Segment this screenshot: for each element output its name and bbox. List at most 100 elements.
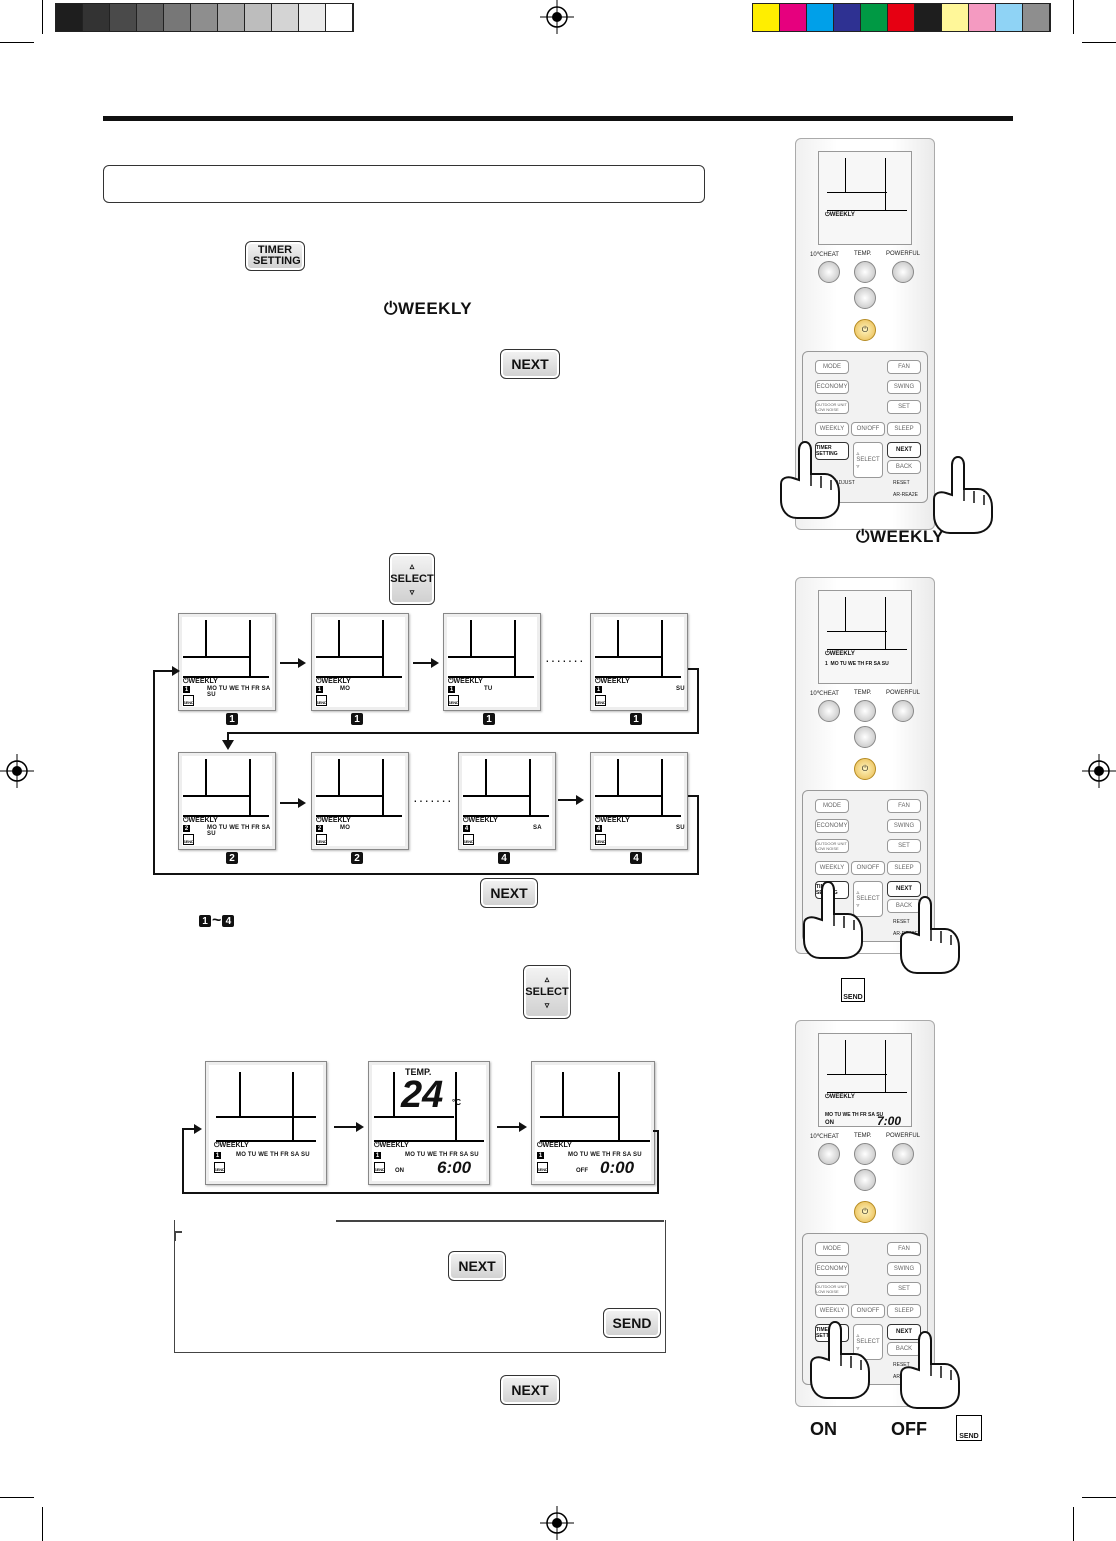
sequence-arrow (334, 1122, 364, 1132)
gray-swatch (245, 4, 272, 31)
color-swatch (996, 4, 1023, 31)
color-swatch (915, 4, 942, 31)
registration-mark-right (1082, 754, 1116, 788)
gray-swatch (83, 4, 110, 31)
gray-swatch (272, 4, 299, 31)
program-number-badge: 2 (351, 852, 363, 864)
gray-swatch (164, 4, 191, 31)
color-swatch (834, 4, 861, 31)
pointing-hand-icon (933, 455, 993, 534)
timer-clock-icon: ⏻ (856, 527, 870, 546)
program-range-label: 1 ~ 4 (199, 912, 235, 930)
send-icon: SEND (956, 1415, 982, 1441)
sequence-arrow (558, 795, 584, 805)
loop-line (228, 732, 699, 734)
header-rule (103, 116, 1013, 121)
select-key: ▵ SELECT ▿ (523, 965, 571, 1019)
ellipsis-dots: ······· (545, 652, 585, 668)
crop-mark (0, 1497, 34, 1498)
right-arrowhead-icon (172, 666, 180, 676)
loop-line (182, 1128, 184, 1194)
note-box-top (174, 1231, 176, 1241)
send-icon: SEND (841, 978, 865, 1002)
timer-setting-key: TIMER SETTING (245, 241, 305, 271)
loop-line (153, 873, 699, 875)
registration-mark-left (0, 754, 34, 788)
lcd-screen: TEMP. 24 °C ⏻WEEKLY 1 MO TU WE TH FR SA … (368, 1061, 490, 1185)
loop-line (653, 1130, 659, 1132)
send-key: SEND (603, 1308, 661, 1338)
gray-swatch (299, 4, 326, 31)
weekly-indicator: ⏻WEEKLY (384, 299, 473, 318)
note-box-top (174, 1231, 182, 1233)
loop-line (182, 1128, 198, 1130)
gray-swatch (218, 4, 245, 31)
temperature-value: 24 (401, 1074, 444, 1116)
lcd-screen: ⏻WEEKLY 1 MO TU WE TH FR SA SU SEND (205, 1061, 327, 1185)
program-number-badge: 1 (630, 713, 642, 725)
down-arrow-icon: ▿ (409, 586, 415, 597)
crop-mark (1073, 0, 1074, 34)
crop-mark (42, 0, 43, 34)
up-arrow-icon: ▵ (409, 560, 415, 571)
gray-swatch (191, 4, 218, 31)
program-number-badge: 4 (630, 852, 642, 864)
next-key: NEXT (500, 1375, 560, 1405)
note-box (174, 1220, 666, 1353)
gray-swatch (56, 4, 83, 31)
loop-line (697, 795, 699, 875)
ellipsis-dots: ······· (413, 792, 453, 808)
color-swatch (780, 4, 807, 31)
program-number-badge: 2 (226, 852, 238, 864)
gray-swatch (137, 4, 164, 31)
color-swatch (888, 4, 915, 31)
pointing-hand-icon (900, 1330, 960, 1409)
down-arrow-icon: ▿ (544, 999, 550, 1010)
color-swatch (753, 4, 780, 31)
sequence-arrow (280, 658, 306, 668)
loop-line (153, 670, 177, 672)
pointing-hand-icon (803, 880, 863, 959)
color-swatch (1023, 4, 1050, 31)
program-number-badge: 1 (483, 713, 495, 725)
select-key: ▵ SELECT ▿ (389, 553, 435, 605)
lcd-screen: ⏻WEEKLY 1 MO TU WE TH FR SA SU SEND OFF … (531, 1061, 655, 1185)
gray-swatch (326, 4, 353, 31)
loop-line (697, 668, 699, 734)
timer-clock-icon: ⏻ (384, 299, 398, 318)
right-arrowhead-icon (194, 1124, 202, 1134)
crop-mark (1073, 1507, 1074, 1541)
gray-scale-bar (55, 3, 354, 32)
color-swatch (861, 4, 888, 31)
crop-mark (1082, 1497, 1116, 1498)
loop-line (227, 732, 229, 744)
loop-line (688, 795, 699, 797)
loop-line (153, 670, 155, 875)
section-title-box (103, 165, 705, 203)
color-scale-bar (752, 3, 1051, 32)
crop-mark (0, 42, 34, 43)
pointing-hand-icon (780, 440, 840, 519)
gray-swatch (110, 4, 137, 31)
color-swatch (942, 4, 969, 31)
color-swatch (969, 4, 996, 31)
registration-mark-top (540, 0, 574, 34)
color-swatch (807, 4, 834, 31)
registration-mark-bottom (540, 1506, 574, 1540)
loop-line (182, 1192, 659, 1194)
on-label: ON (810, 1419, 837, 1439)
down-arrowhead-icon (222, 740, 234, 750)
sequence-arrow (280, 798, 306, 808)
pointing-hand-icon (900, 895, 960, 974)
crop-mark (1082, 42, 1116, 43)
next-key: NEXT (480, 878, 538, 908)
up-arrow-icon: ▵ (544, 973, 550, 984)
